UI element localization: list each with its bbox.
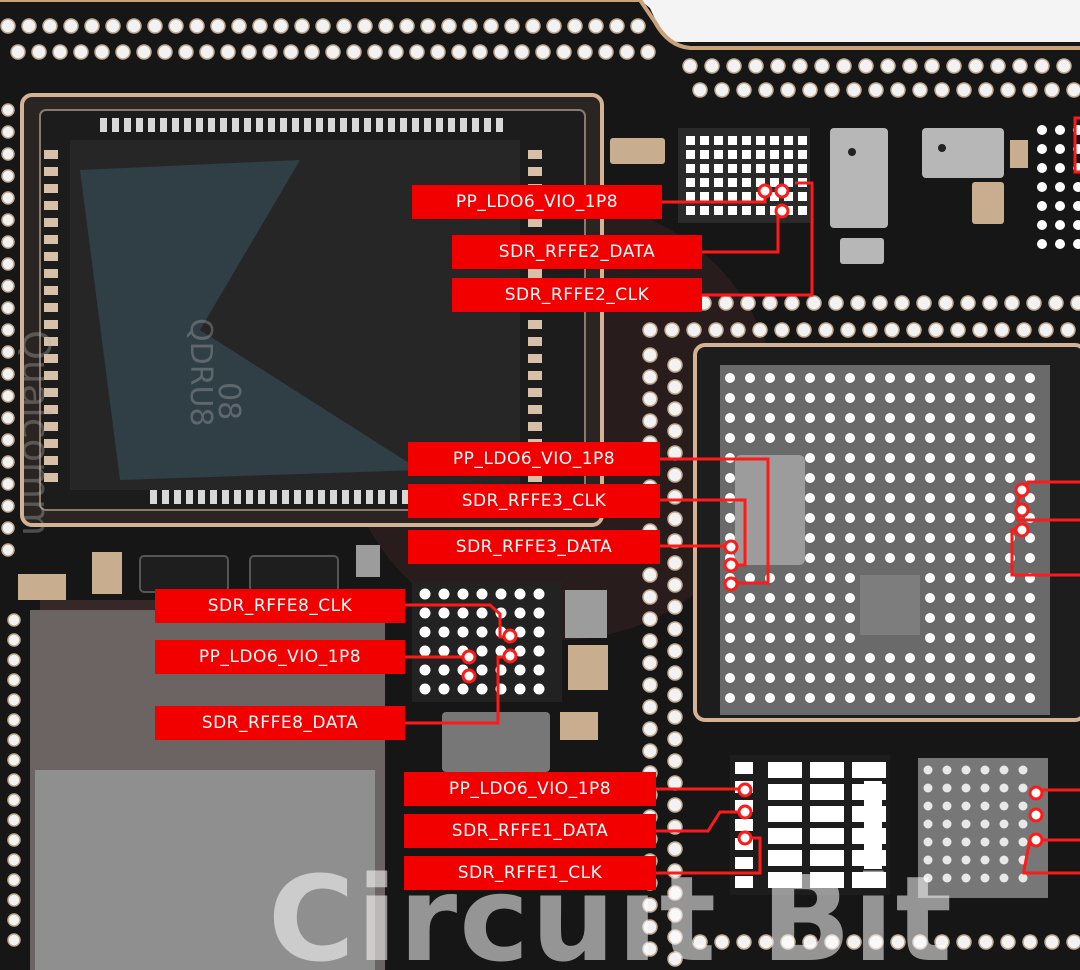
label-pp-ldo6-vio-1p8-left: PP_LDO6_VIO_1P8 xyxy=(155,640,405,674)
label-pp-ldo6-vio-1p8-top: PP_LDO6_VIO_1P8 xyxy=(412,185,662,219)
label-sdr-rffe3-data: SDR_RFFE3_DATA xyxy=(408,530,660,564)
chip-brand-marking: Qualcomm xyxy=(14,330,58,537)
label-sdr-rffe1-clk: SDR_RFFE1_CLK xyxy=(404,856,656,890)
label-sdr-rffe1-data: SDR_RFFE1_DATA xyxy=(404,814,656,848)
label-pp-ldo6-vio-1p8-bottom: PP_LDO6_VIO_1P8 xyxy=(404,772,656,806)
chip-code-marking: 08 xyxy=(211,382,246,421)
label-sdr-rffe8-data: SDR_RFFE8_DATA xyxy=(155,706,405,740)
label-sdr-rffe2-data: SDR_RFFE2_DATA xyxy=(452,235,702,269)
label-sdr-rffe2-clk: SDR_RFFE2_CLK xyxy=(452,278,702,312)
label-sdr-rffe3-clk: SDR_RFFE3_CLK xyxy=(408,484,660,518)
label-sdr-rffe8-clk: SDR_RFFE8_CLK xyxy=(155,589,405,623)
label-pp-ldo6-vio-1p8-mid: PP_LDO6_VIO_1P8 xyxy=(408,442,660,476)
